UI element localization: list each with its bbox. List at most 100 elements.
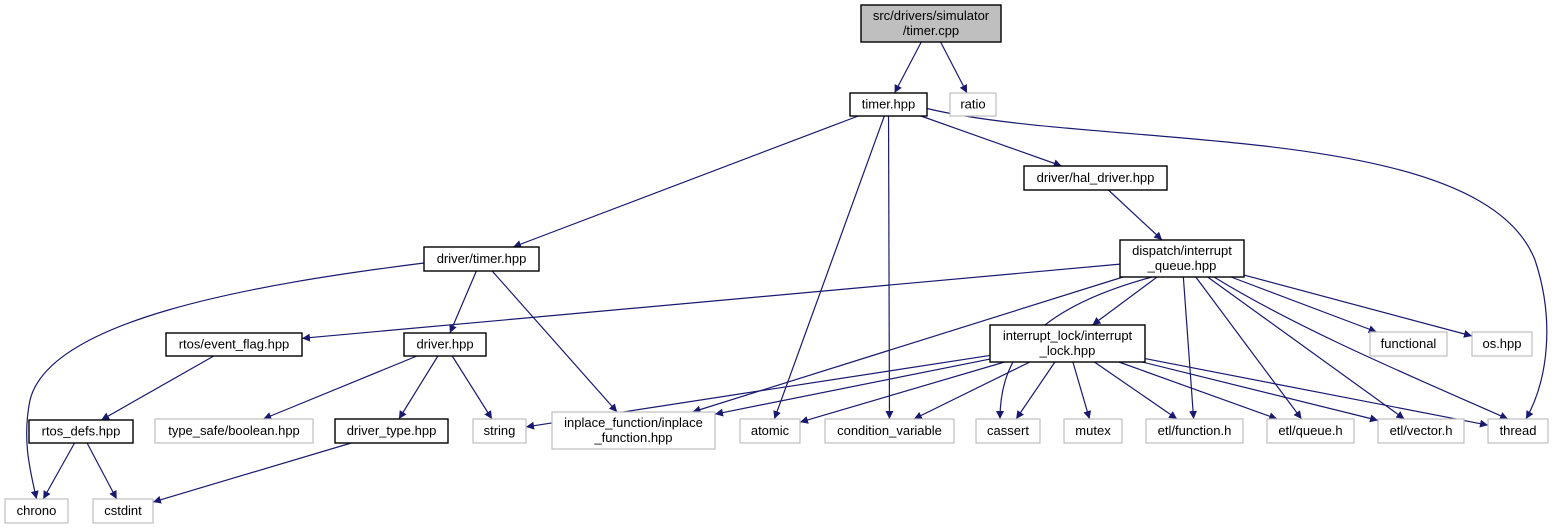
edge-interrupt_queue-to-event_flag [301, 263, 1121, 342]
node-label: interrupt_lock/interrupt [1003, 328, 1133, 343]
node-mutex: mutex [1063, 418, 1123, 444]
node-os-hpp: os.hpp [1471, 331, 1533, 357]
node-box [1023, 165, 1168, 191]
edge-driver_hpp-to-driver_type [398, 355, 439, 420]
node-ratio: ratio [949, 92, 997, 117]
nodes-layer: src/drivers/simulator/timer.cpp timer.hpp… [4, 4, 1549, 524]
node-box [1487, 418, 1549, 444]
node-driver-hpp[interactable]: driver.hpp [403, 332, 487, 357]
node-interrupt-lock[interactable]: interrupt_lock/interrupt_lock.hpp [989, 324, 1146, 363]
node-label: functional [1381, 336, 1437, 351]
node-label: /timer.cpp [903, 23, 959, 38]
edge-interrupt_queue-to-os_hpp [1243, 274, 1473, 338]
edge-interrupt_lock-to-cassert [1015, 361, 1056, 420]
node-box [989, 324, 1146, 363]
node-label: type_safe/boolean.hpp [168, 423, 300, 438]
node-label: _lock.hpp [1039, 343, 1096, 358]
node-etl-vector: etl/vector.h [1377, 418, 1465, 444]
edges-layer [26, 41, 1548, 504]
node-label: thread [1500, 423, 1537, 438]
node-label: atomic [751, 423, 790, 438]
edge-timer_hpp-to-thread [926, 107, 1548, 420]
node-atomic: atomic [739, 418, 801, 444]
node-thread: thread [1487, 418, 1549, 444]
edge-interrupt_lock-to-thread [1144, 357, 1489, 428]
node-box [949, 92, 997, 117]
node-box [423, 246, 540, 272]
edge-rtos_defs-to-cstdint [86, 442, 118, 500]
node-driver-timer[interactable]: driver/timer.hpp [423, 246, 540, 272]
edge-interrupt_lock-to-condition_variable [913, 361, 1031, 420]
node-box [1145, 418, 1244, 444]
node-interrupt-queue[interactable]: dispatch/interrupt_queue.hpp [1119, 239, 1245, 278]
node-timer-hpp[interactable]: timer.hpp [849, 92, 928, 117]
node-condition-variable: condition_variable [824, 418, 955, 444]
node-box [824, 418, 955, 444]
edge-timer_hpp-to-driver_timer [512, 115, 859, 248]
node-label: _function.hpp [593, 430, 672, 445]
node-label: etl/vector.h [1390, 423, 1453, 438]
node-box [1369, 331, 1448, 357]
node-hal-driver[interactable]: driver/hal_driver.hpp [1023, 165, 1168, 191]
node-box [334, 418, 449, 444]
node-root[interactable]: src/drivers/simulator/timer.cpp [860, 4, 1002, 43]
node-box [860, 4, 1002, 43]
node-etl-queue: etl/queue.h [1266, 418, 1355, 444]
node-label: cassert [987, 423, 1029, 438]
node-label: os.hpp [1482, 336, 1521, 351]
node-label: dispatch/interrupt [1132, 243, 1232, 258]
node-label: string [484, 423, 516, 438]
edge-interrupt_queue-to-etl_function [1182, 276, 1198, 420]
edge-rtos_defs-to-chrono [42, 442, 76, 500]
edge-driver_timer-to-chrono [26, 262, 425, 500]
node-box [1119, 239, 1245, 278]
node-box [975, 418, 1041, 444]
node-box [1063, 418, 1123, 444]
node-box [154, 418, 314, 444]
node-label: timer.hpp [862, 97, 915, 112]
edge-driver_timer-to-driver_hpp [449, 270, 477, 334]
edge-root-to-ratio [940, 41, 968, 94]
node-box [472, 418, 527, 444]
edge-interrupt_lock-to-atomic [799, 361, 1005, 424]
node-functional: functional [1369, 331, 1448, 357]
node-string: string [472, 418, 527, 444]
node-label: chrono [17, 503, 57, 518]
node-rtos-defs[interactable]: rtos_defs.hpp [28, 419, 134, 444]
node-label: src/drivers/simulator [873, 8, 990, 23]
node-etl-function: etl/function.h [1145, 418, 1244, 444]
node-label: ratio [960, 97, 985, 112]
node-box [1471, 331, 1533, 357]
edge-interrupt_queue-to-inplace_function [692, 276, 1124, 414]
node-cassert: cassert [975, 418, 1041, 444]
node-box [739, 418, 801, 444]
edge-interrupt_queue-to-etl_vector [1207, 276, 1405, 420]
node-boolean: type_safe/boolean.hpp [154, 418, 314, 444]
edge-interrupt_lock-to-etl_vector [1142, 361, 1379, 423]
edge-interrupt_lock-to-etl_function [1094, 361, 1178, 420]
edge-interrupt_queue-to-etl_queue [1195, 276, 1303, 420]
node-inplace-function: inplace_function/inplace_function.hpp [551, 411, 716, 450]
node-label: driver_type.hpp [347, 423, 437, 438]
node-box [403, 332, 487, 357]
node-label: etl/function.h [1158, 423, 1232, 438]
edge-timer_hpp-to-atomic [773, 115, 885, 420]
node-box [849, 92, 928, 117]
node-box [1377, 418, 1465, 444]
node-label: etl/queue.h [1278, 423, 1342, 438]
node-box [551, 411, 716, 450]
node-label: condition_variable [837, 423, 942, 438]
node-label: rtos/event_flag.hpp [179, 337, 290, 352]
edge-interrupt_lock-to-etl_queue [1118, 361, 1278, 421]
node-box [28, 419, 134, 444]
edge-interrupt_queue-to-functional [1230, 276, 1377, 333]
node-box [165, 332, 303, 357]
edge-interrupt_lock-to-inplace_function [714, 358, 991, 417]
node-label: inplace_function/inplace [564, 415, 703, 430]
node-box [92, 498, 154, 524]
edge-root-to-timer_hpp [894, 41, 922, 94]
node-event-flag[interactable]: rtos/event_flag.hpp [165, 332, 303, 357]
edge-timer_hpp-to-condition_variable [885, 115, 894, 420]
node-driver-type[interactable]: driver_type.hpp [334, 418, 449, 444]
